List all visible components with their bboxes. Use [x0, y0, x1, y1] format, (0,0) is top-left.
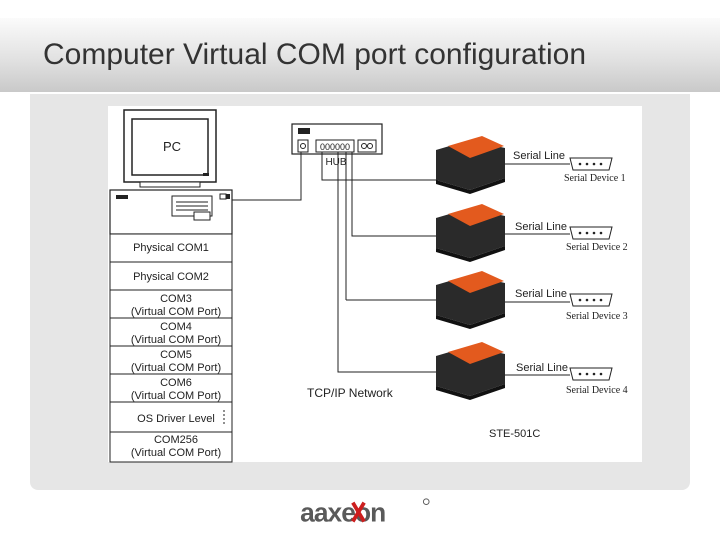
network-label: TCP/IP Network	[307, 386, 394, 400]
ste-device-4	[436, 342, 505, 400]
serial-device-label-4: Serial Device 4	[566, 385, 628, 396]
com-item-physical-com1: Physical COM1	[133, 242, 209, 254]
com-item-com4-sub: (Virtual COM Port)	[131, 334, 221, 346]
serial-device-label-3: Serial Device 3	[566, 311, 628, 322]
com-item-com256: COM256	[154, 434, 198, 446]
com-item-com5-sub: (Virtual COM Port)	[131, 362, 221, 374]
ste-device-3	[436, 271, 505, 329]
pc-monitor: PC	[123, 109, 217, 188]
com-item-com3-sub: (Virtual COM Port)	[131, 306, 221, 318]
serial-device-3	[569, 293, 613, 307]
com-port-stack: Physical COM1 Physical COM2 COM3 (Virtua…	[109, 233, 233, 463]
logo-text: aaxeon	[300, 497, 385, 527]
title-bar: Computer Virtual COM port configuration	[0, 18, 720, 92]
ste-device-1	[436, 136, 505, 194]
hub-panel-text: 000000	[320, 142, 350, 152]
serial-device-1	[569, 157, 613, 171]
device-model-label: STE-501C	[489, 428, 540, 440]
hub-device: 000000 HUB	[291, 123, 383, 168]
aaxeon-logo: aaxeon	[300, 497, 430, 527]
com-item-com5: COM5	[160, 349, 192, 361]
serial-device-4	[569, 367, 613, 381]
com-item-com6: COM6	[160, 377, 192, 389]
logo-x-mark-icon	[351, 501, 366, 523]
serial-device-2	[569, 226, 613, 240]
com-item-com4: COM4	[160, 321, 192, 333]
serial-cables	[505, 163, 570, 376]
serial-device-label-1: Serial Device 1	[564, 173, 626, 184]
network-cables	[232, 152, 440, 373]
com-item-com6-sub: (Virtual COM Port)	[131, 390, 221, 402]
pc-label: PC	[163, 139, 181, 154]
com-item-com256-sub: (Virtual COM Port)	[131, 447, 221, 459]
pc-tower	[109, 189, 233, 235]
registered-mark-icon	[422, 498, 430, 505]
com-item-physical-com2: Physical COM2	[133, 271, 209, 283]
serial-line-label-2: Serial Line	[515, 221, 567, 233]
com-item-os-driver: OS Driver Level	[137, 413, 215, 425]
serial-line-label-4: Serial Line	[516, 362, 568, 374]
serial-device-label-2: Serial Device 2	[566, 242, 628, 253]
ste-device-2	[436, 204, 505, 262]
slide-title: Computer Virtual COM port configuration	[43, 38, 587, 71]
serial-line-label-3: Serial Line	[515, 288, 567, 300]
serial-line-label-1: Serial Line	[513, 150, 565, 162]
com-item-com3: COM3	[160, 293, 192, 305]
hub-label: HUB	[325, 157, 346, 168]
